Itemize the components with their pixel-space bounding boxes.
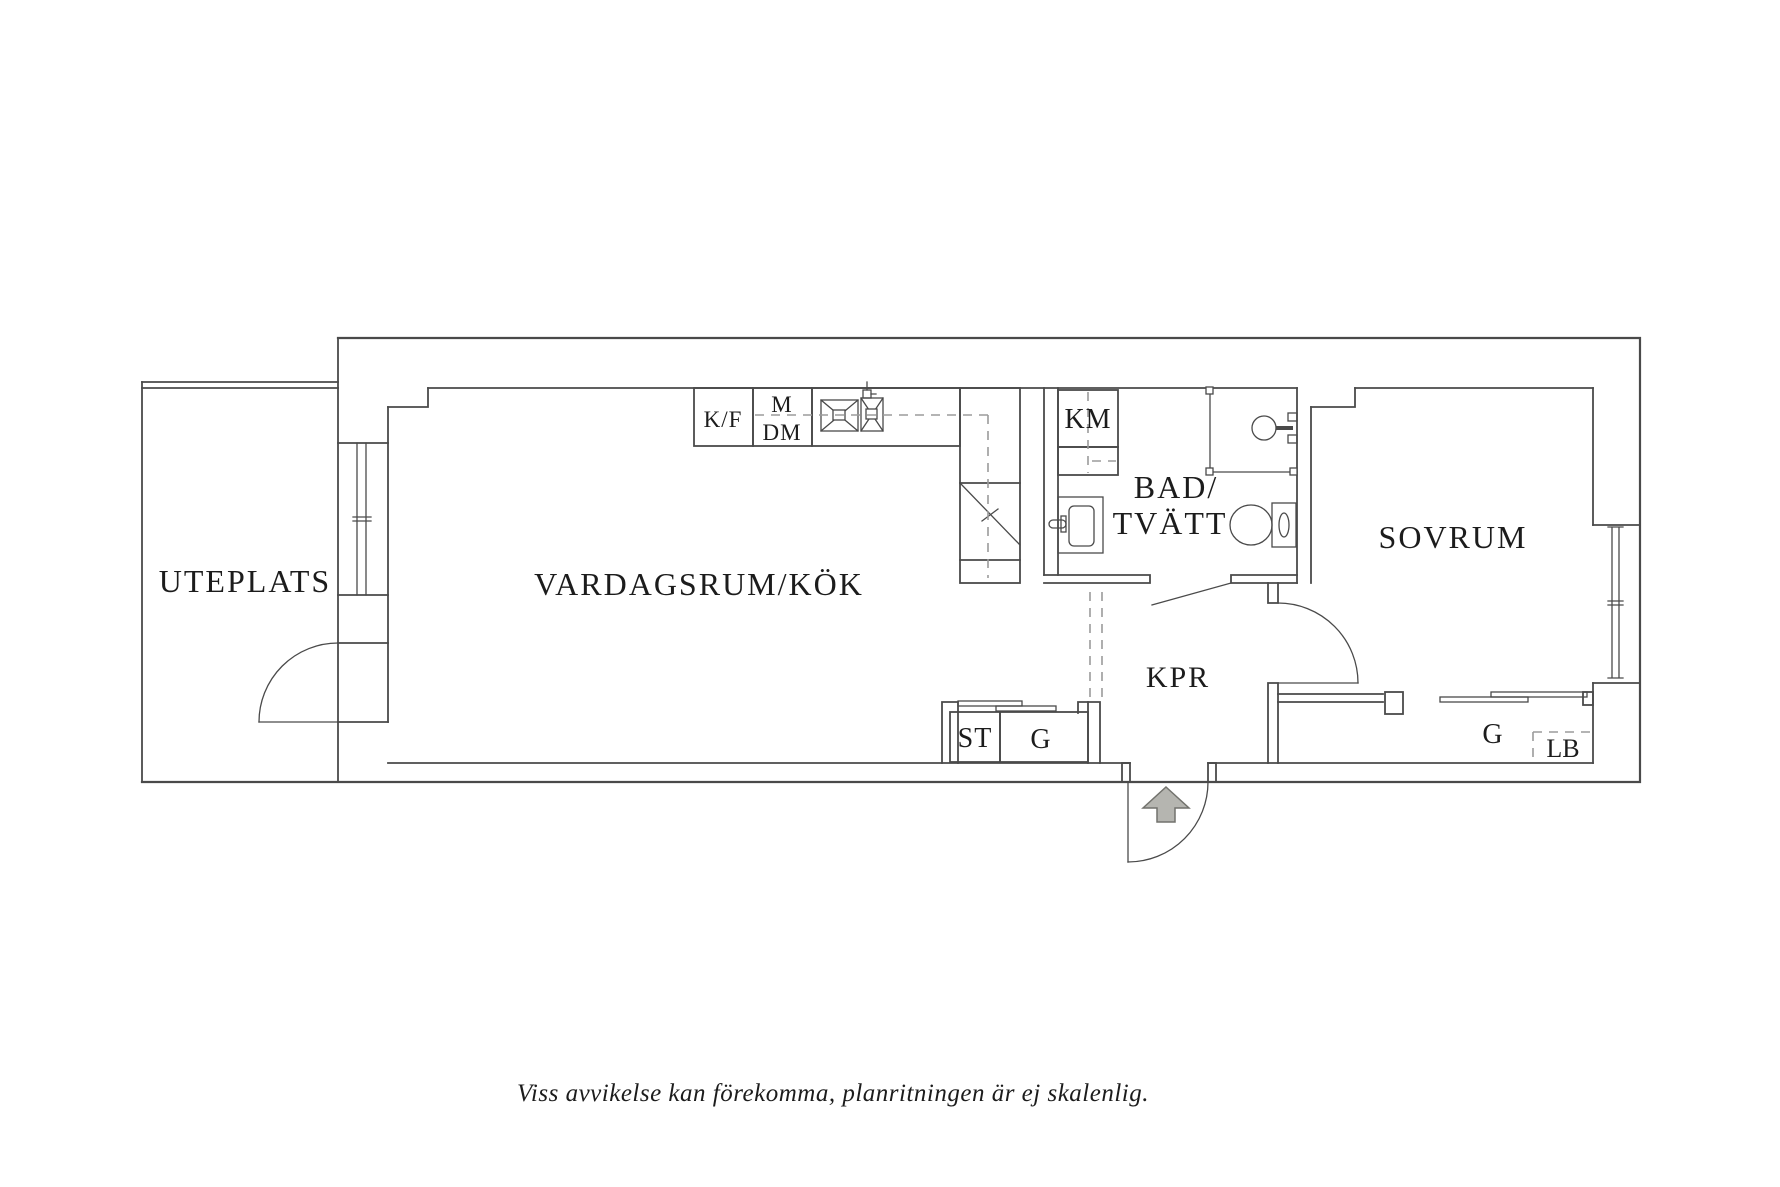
shower-icon bbox=[1205, 386, 1298, 476]
label-linen-cabinet: LB bbox=[1546, 734, 1579, 763]
room-label-bath-line1: BAD/ bbox=[1134, 469, 1218, 505]
label-cleaning-closet: ST bbox=[958, 723, 993, 754]
entrance bbox=[1121, 762, 1217, 863]
kitchen-centerline bbox=[755, 414, 989, 578]
exterior-walls bbox=[140, 336, 1642, 784]
bedroom-door-arc bbox=[1267, 602, 1359, 764]
toilet-icon bbox=[1229, 502, 1297, 548]
label-wardrobe-hall: G bbox=[1030, 724, 1051, 755]
room-label-uteplats: UTEPLATS bbox=[159, 563, 331, 599]
room-label-hallway: KPR bbox=[1146, 661, 1210, 694]
label-wardrobe-bedroom: G bbox=[1482, 719, 1503, 750]
patio-window-bay bbox=[337, 406, 389, 723]
room-label-living-kitchen: VARDAGSRUM/KÖK bbox=[534, 566, 864, 602]
bedroom-window-icon bbox=[1607, 526, 1624, 679]
label-washing-machine: KM bbox=[1064, 404, 1111, 435]
kitchen-counter bbox=[693, 387, 1021, 584]
label-dishwasher: DM bbox=[762, 420, 801, 445]
label-microwave: M bbox=[771, 392, 792, 417]
patio-window-icon bbox=[352, 442, 372, 596]
kitchen-sink-icon bbox=[820, 381, 884, 432]
bathroom-door-leaf bbox=[1151, 582, 1232, 606]
disclaimer-caption: Viss avvikelse kan förekomma, planritnin… bbox=[517, 1080, 1149, 1107]
patio-door-arc bbox=[258, 642, 339, 723]
room-label-bedroom: SOVRUM bbox=[1379, 519, 1528, 555]
entrance-arrow-icon bbox=[1141, 785, 1191, 823]
hall-opening-dashes bbox=[1089, 592, 1103, 700]
washing-machine-box bbox=[1057, 389, 1119, 476]
room-label-bath-line2: TVÄTT bbox=[1113, 505, 1228, 541]
bathroom-sink-icon bbox=[1048, 496, 1104, 554]
hall-closets bbox=[941, 700, 1101, 764]
label-fridge-freezer: K/F bbox=[704, 407, 743, 432]
bedroom-wardrobes bbox=[1277, 691, 1594, 762]
